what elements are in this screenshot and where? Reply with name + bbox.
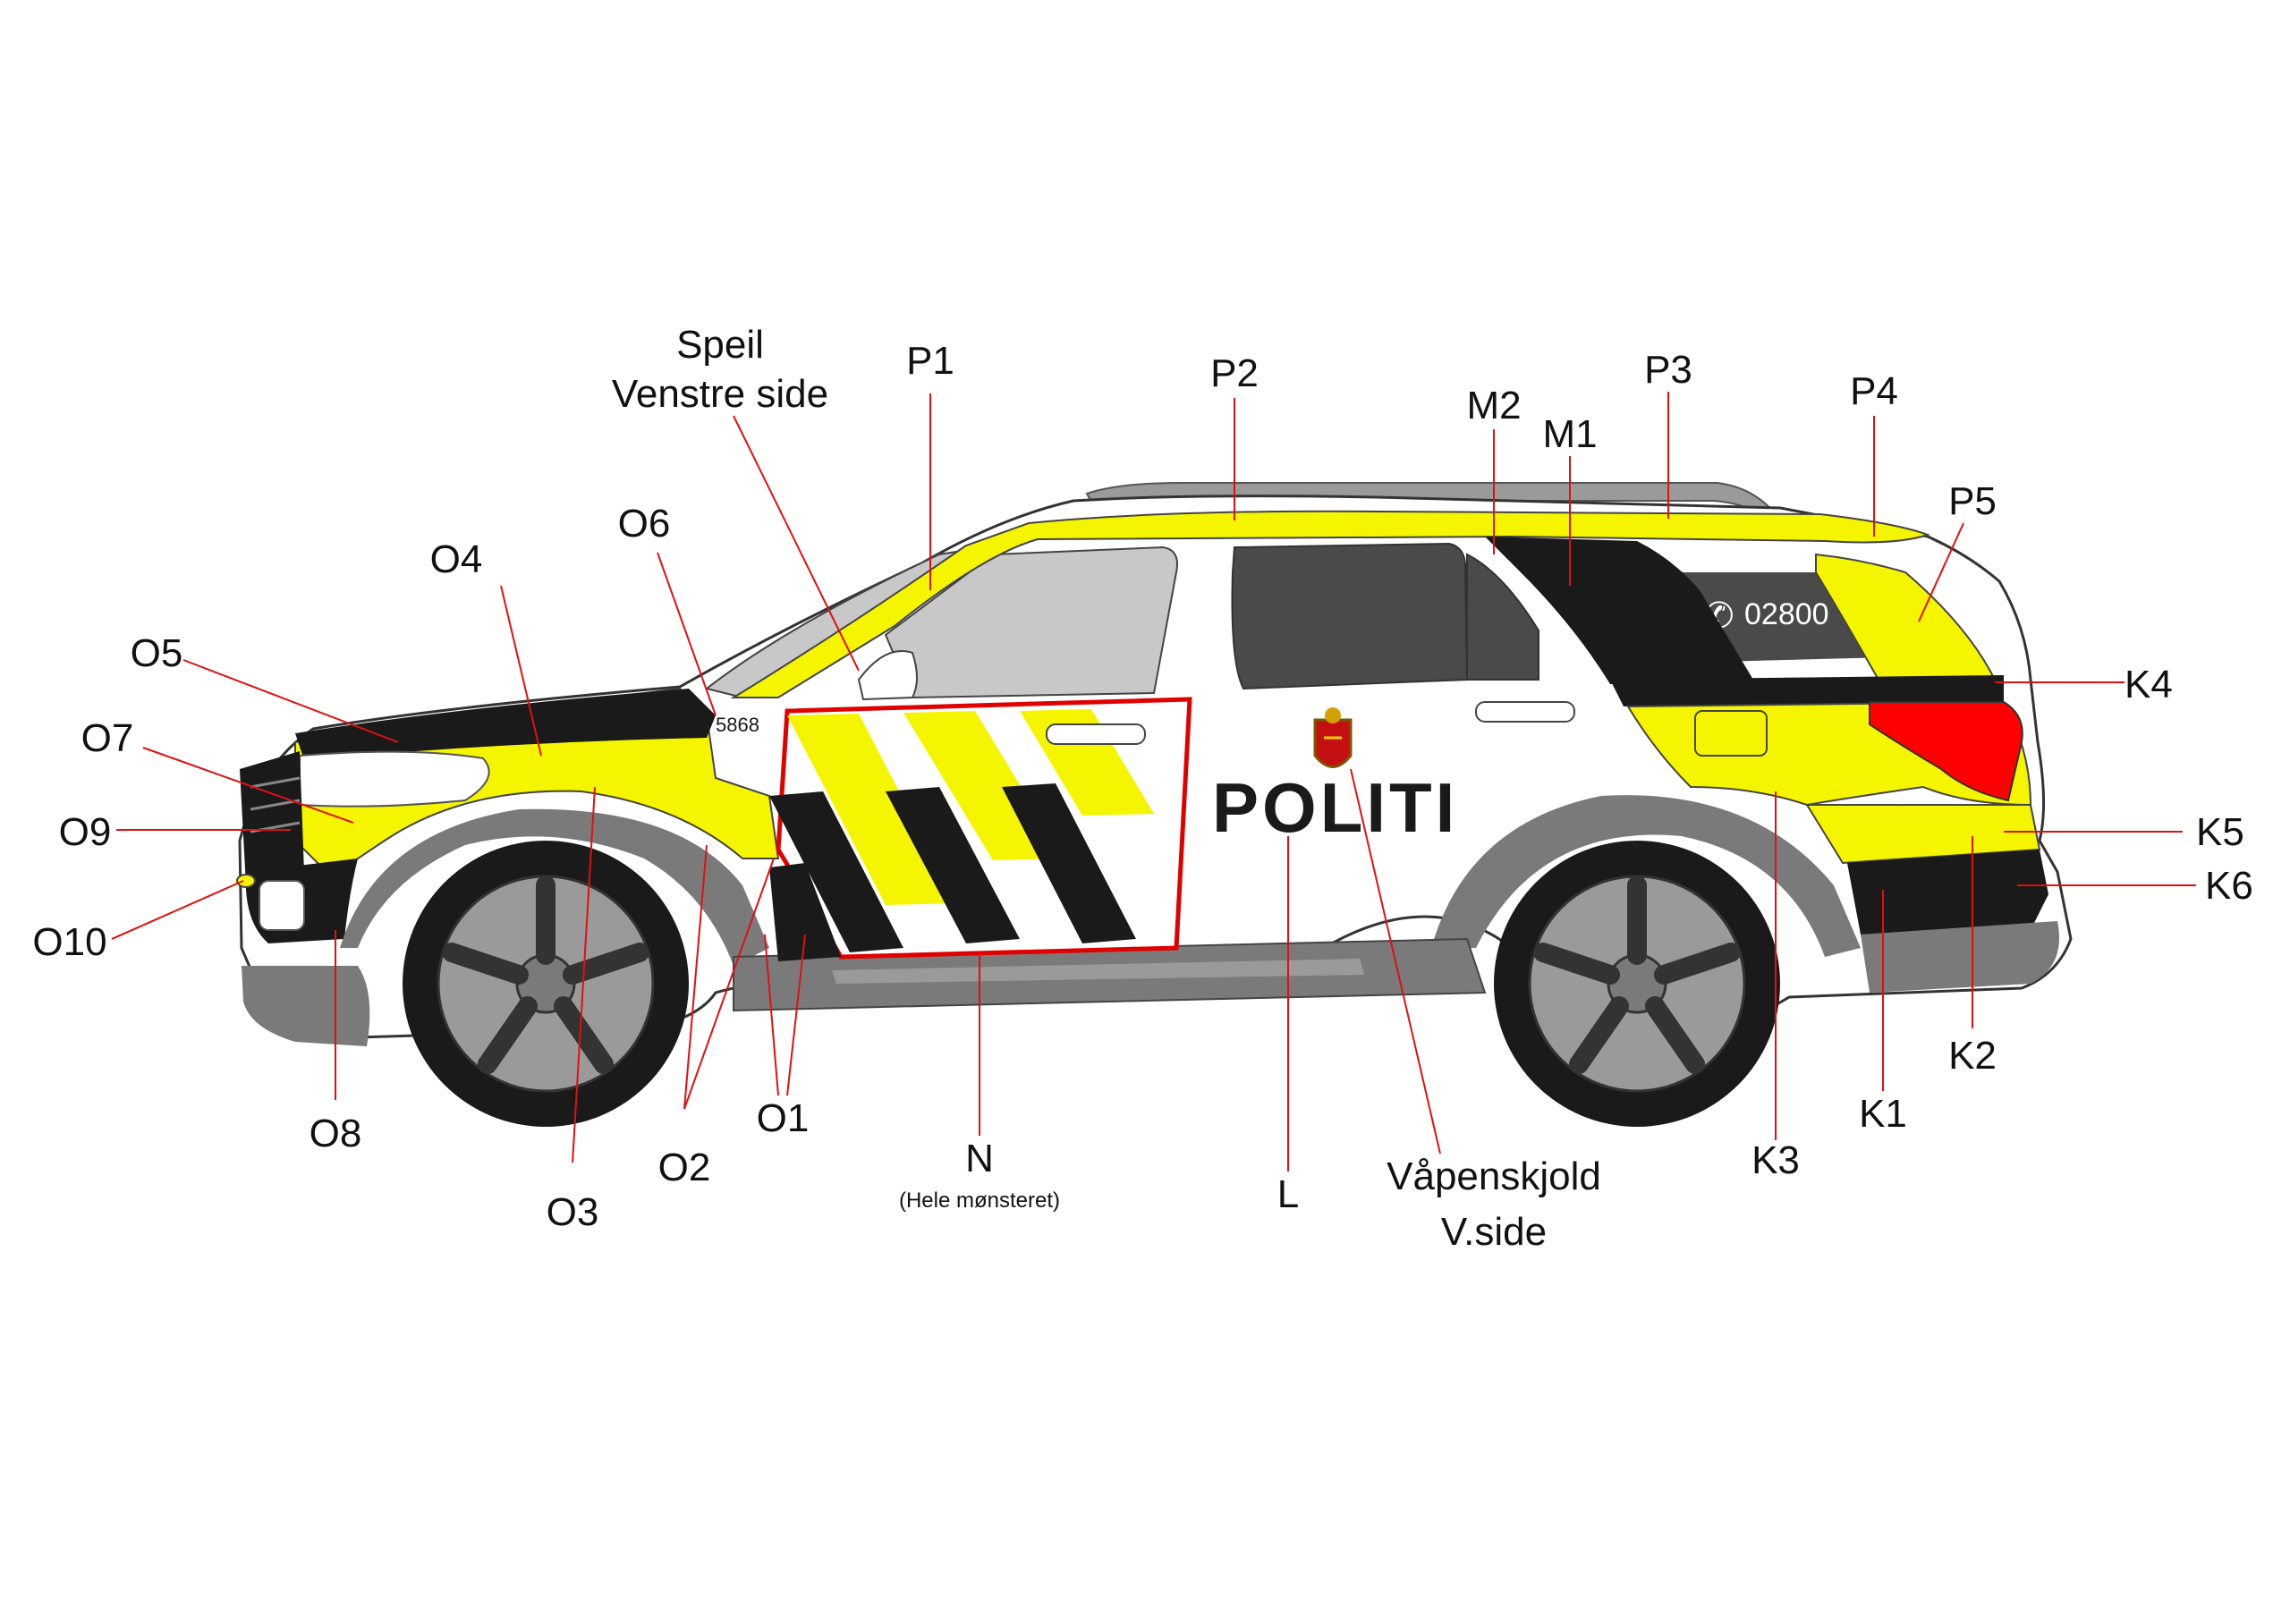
front-wheel-arch [340,808,769,966]
rear-belt-stripe [1610,675,2004,706]
label-k5: K5 [2196,810,2244,854]
headlight [299,750,490,808]
label-o6: O6 [618,502,671,546]
label-speil-line1: Speil [676,323,764,367]
label-o7: O7 [81,716,134,760]
tail-light [1869,701,2023,802]
label-k4: K4 [2125,663,2173,706]
label-vapenskjold-line2: V.side [1441,1210,1547,1254]
label-p3: P3 [1644,348,1692,392]
label-m2: M2 [1466,384,1521,427]
front-grille [240,751,304,885]
fuel-cap [1694,710,1768,757]
d-pillar-yellow [1815,553,1997,681]
label-n-sub: (Hele mønsteret) [899,1188,1060,1213]
label-o8: O8 [310,1112,362,1155]
side-mirror [857,650,918,701]
label-p2: P2 [1210,351,1259,395]
politi-lettering: POLITI [1212,768,1458,847]
label-o2: O2 [658,1146,711,1189]
rear-wheel-arch [1431,795,1861,957]
quarter-window [1466,553,1539,681]
sill-highlight [832,959,1364,984]
label-o5: O5 [131,631,183,675]
callout-labels: Speil Venstre side P1 P2 M2 M1 P3 P4 P5 … [32,323,2252,1254]
label-m1: M1 [1542,412,1597,456]
hood-black-stripe [295,689,716,760]
label-p1: P1 [906,339,954,383]
front-wheel [403,841,689,1127]
label-k2: K2 [1948,1034,1997,1078]
rear-door-handle [1475,701,1575,723]
label-vapenskjold-line1: Våpenskjold [1387,1155,1601,1198]
door-stripe-black-1 [769,791,903,952]
rear-wheel [1494,841,1780,1127]
label-l: L [1277,1172,1299,1216]
rear-diffuser [1861,921,2059,993]
door-stripe-black-3 [1002,783,1136,943]
door-stripe-yellow-1 [787,714,957,905]
label-k6: K6 [2205,864,2253,908]
front-indicator [236,874,256,888]
rear-door-window [1231,542,1469,690]
label-p5: P5 [1948,479,1997,523]
label-o4: O4 [430,537,483,581]
label-o3: O3 [547,1190,599,1234]
fleet-number: 5868 [716,714,759,736]
label-o10: O10 [32,920,106,964]
front-lower-bumper [242,966,370,1046]
coat-of-arms-icon [1313,707,1353,768]
door-stripe-black-2 [886,787,1020,943]
fender-black-lower [769,863,841,961]
label-o1: O1 [757,1096,810,1140]
label-o9: O9 [59,810,112,854]
fog-light [259,880,305,931]
leader-lines [111,392,2196,1171]
front-door-handle [1046,723,1146,745]
c-pillar-black [1485,537,1753,684]
label-k3: K3 [1751,1138,1800,1182]
label-speil-line2: Venstre side [612,372,828,416]
label-p4: P4 [1850,369,1898,413]
rear-bumper-black [1847,850,2048,935]
label-n: N [965,1137,994,1180]
roof-yellow-strip [730,510,1930,698]
front-window [884,546,1178,699]
phone-number: 02800 [1744,597,1829,631]
label-k1: K1 [1859,1092,1907,1136]
